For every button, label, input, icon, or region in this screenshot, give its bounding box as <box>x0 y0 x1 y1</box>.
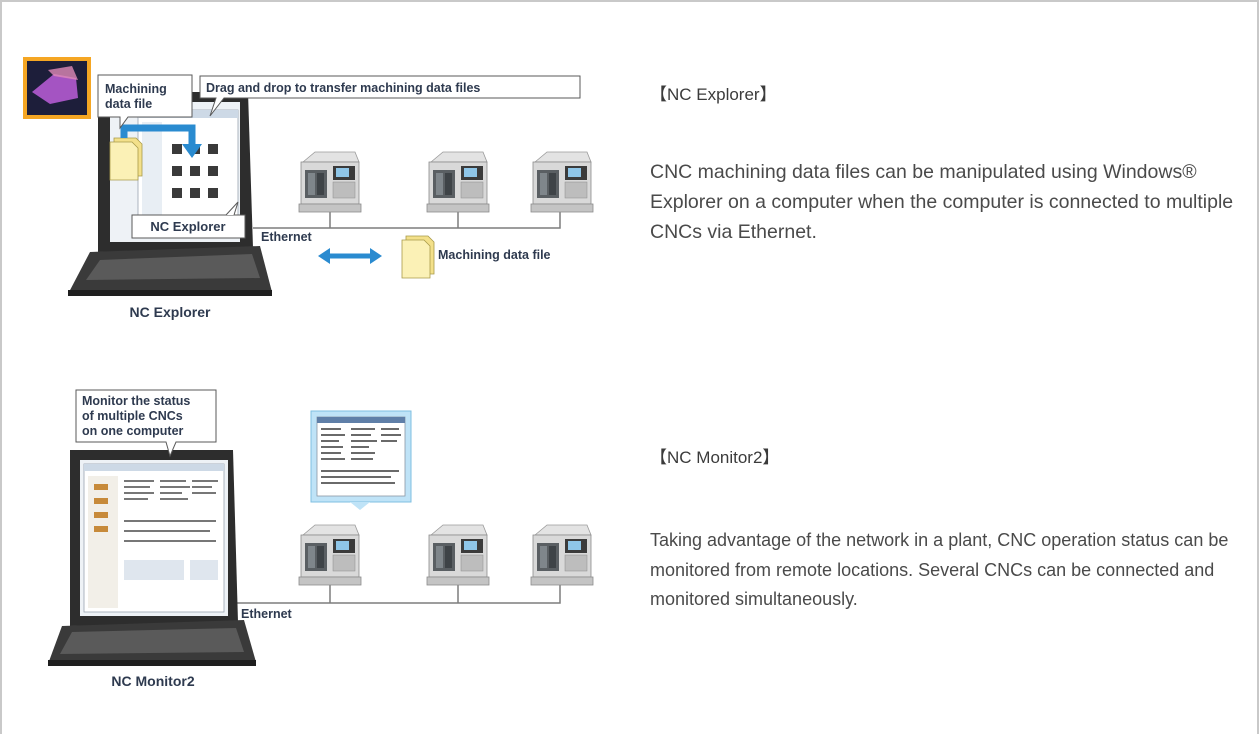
screen-label-nc-explorer: NC Explorer <box>131 201 246 239</box>
laptop-icon <box>48 450 256 666</box>
machining-file-icon <box>401 235 435 279</box>
cnc-machine-icon <box>426 524 490 586</box>
screen-label-text: NC Explorer <box>150 219 225 234</box>
cnc-status-screen <box>310 410 412 510</box>
ethernet-label: Ethernet <box>261 230 313 244</box>
cnc-machine-icon <box>530 524 594 586</box>
callout-machining-file: Machining data file <box>97 74 193 130</box>
drag-arrow-icon <box>120 124 202 158</box>
laptop-caption-explorer: NC Explorer <box>130 304 211 320</box>
callout-monitor-line2: of multiple CNCs <box>82 409 183 423</box>
machined-part-image <box>23 57 91 119</box>
callout-monitor-line1: Monitor the status <box>82 394 190 408</box>
section-description-nc-explorer: CNC machining data files can be manipula… <box>650 161 1234 243</box>
cnc-machine-icon <box>530 151 594 213</box>
section-heading-nc-monitor: 【NC Monitor2】 <box>650 448 780 467</box>
section-heading-nc-explorer: 【NC Explorer】 <box>650 85 777 104</box>
machining-file-icon <box>109 137 143 181</box>
callout-file-line2: data file <box>105 97 152 111</box>
cnc-machine-icon <box>298 151 362 213</box>
cnc-machine-icon <box>426 151 490 213</box>
callout-monitor-status: Monitor the status of multiple CNCs on o… <box>75 389 217 458</box>
laptop-caption-monitor: NC Monitor2 <box>111 673 194 689</box>
callout-drag-text: Drag and drop to transfer machining data… <box>206 81 480 95</box>
laptop-icon <box>68 92 272 296</box>
transfer-arrow-icon <box>318 248 382 264</box>
nc-monitor-diagram: Monitor the status of multiple CNCs on o… <box>48 389 594 689</box>
callout-monitor-line3: on one computer <box>82 424 184 438</box>
ethernet-line-2 <box>234 585 561 604</box>
ethernet-line-1 <box>253 212 561 229</box>
file-label: Machining data file <box>438 248 551 262</box>
callout-file-line1: Machining <box>105 82 167 96</box>
section-description-nc-monitor: Taking advantage of the network in a pla… <box>650 530 1229 609</box>
cnc-machine-icon <box>298 524 362 586</box>
ethernet-label: Ethernet <box>241 607 293 621</box>
nc-explorer-diagram: Machining data file Drag and drop to tra… <box>23 57 594 320</box>
network-diagrams: Machining data file Drag and drop to tra… <box>20 40 610 700</box>
callout-drag-drop: Drag and drop to transfer machining data… <box>199 75 581 117</box>
